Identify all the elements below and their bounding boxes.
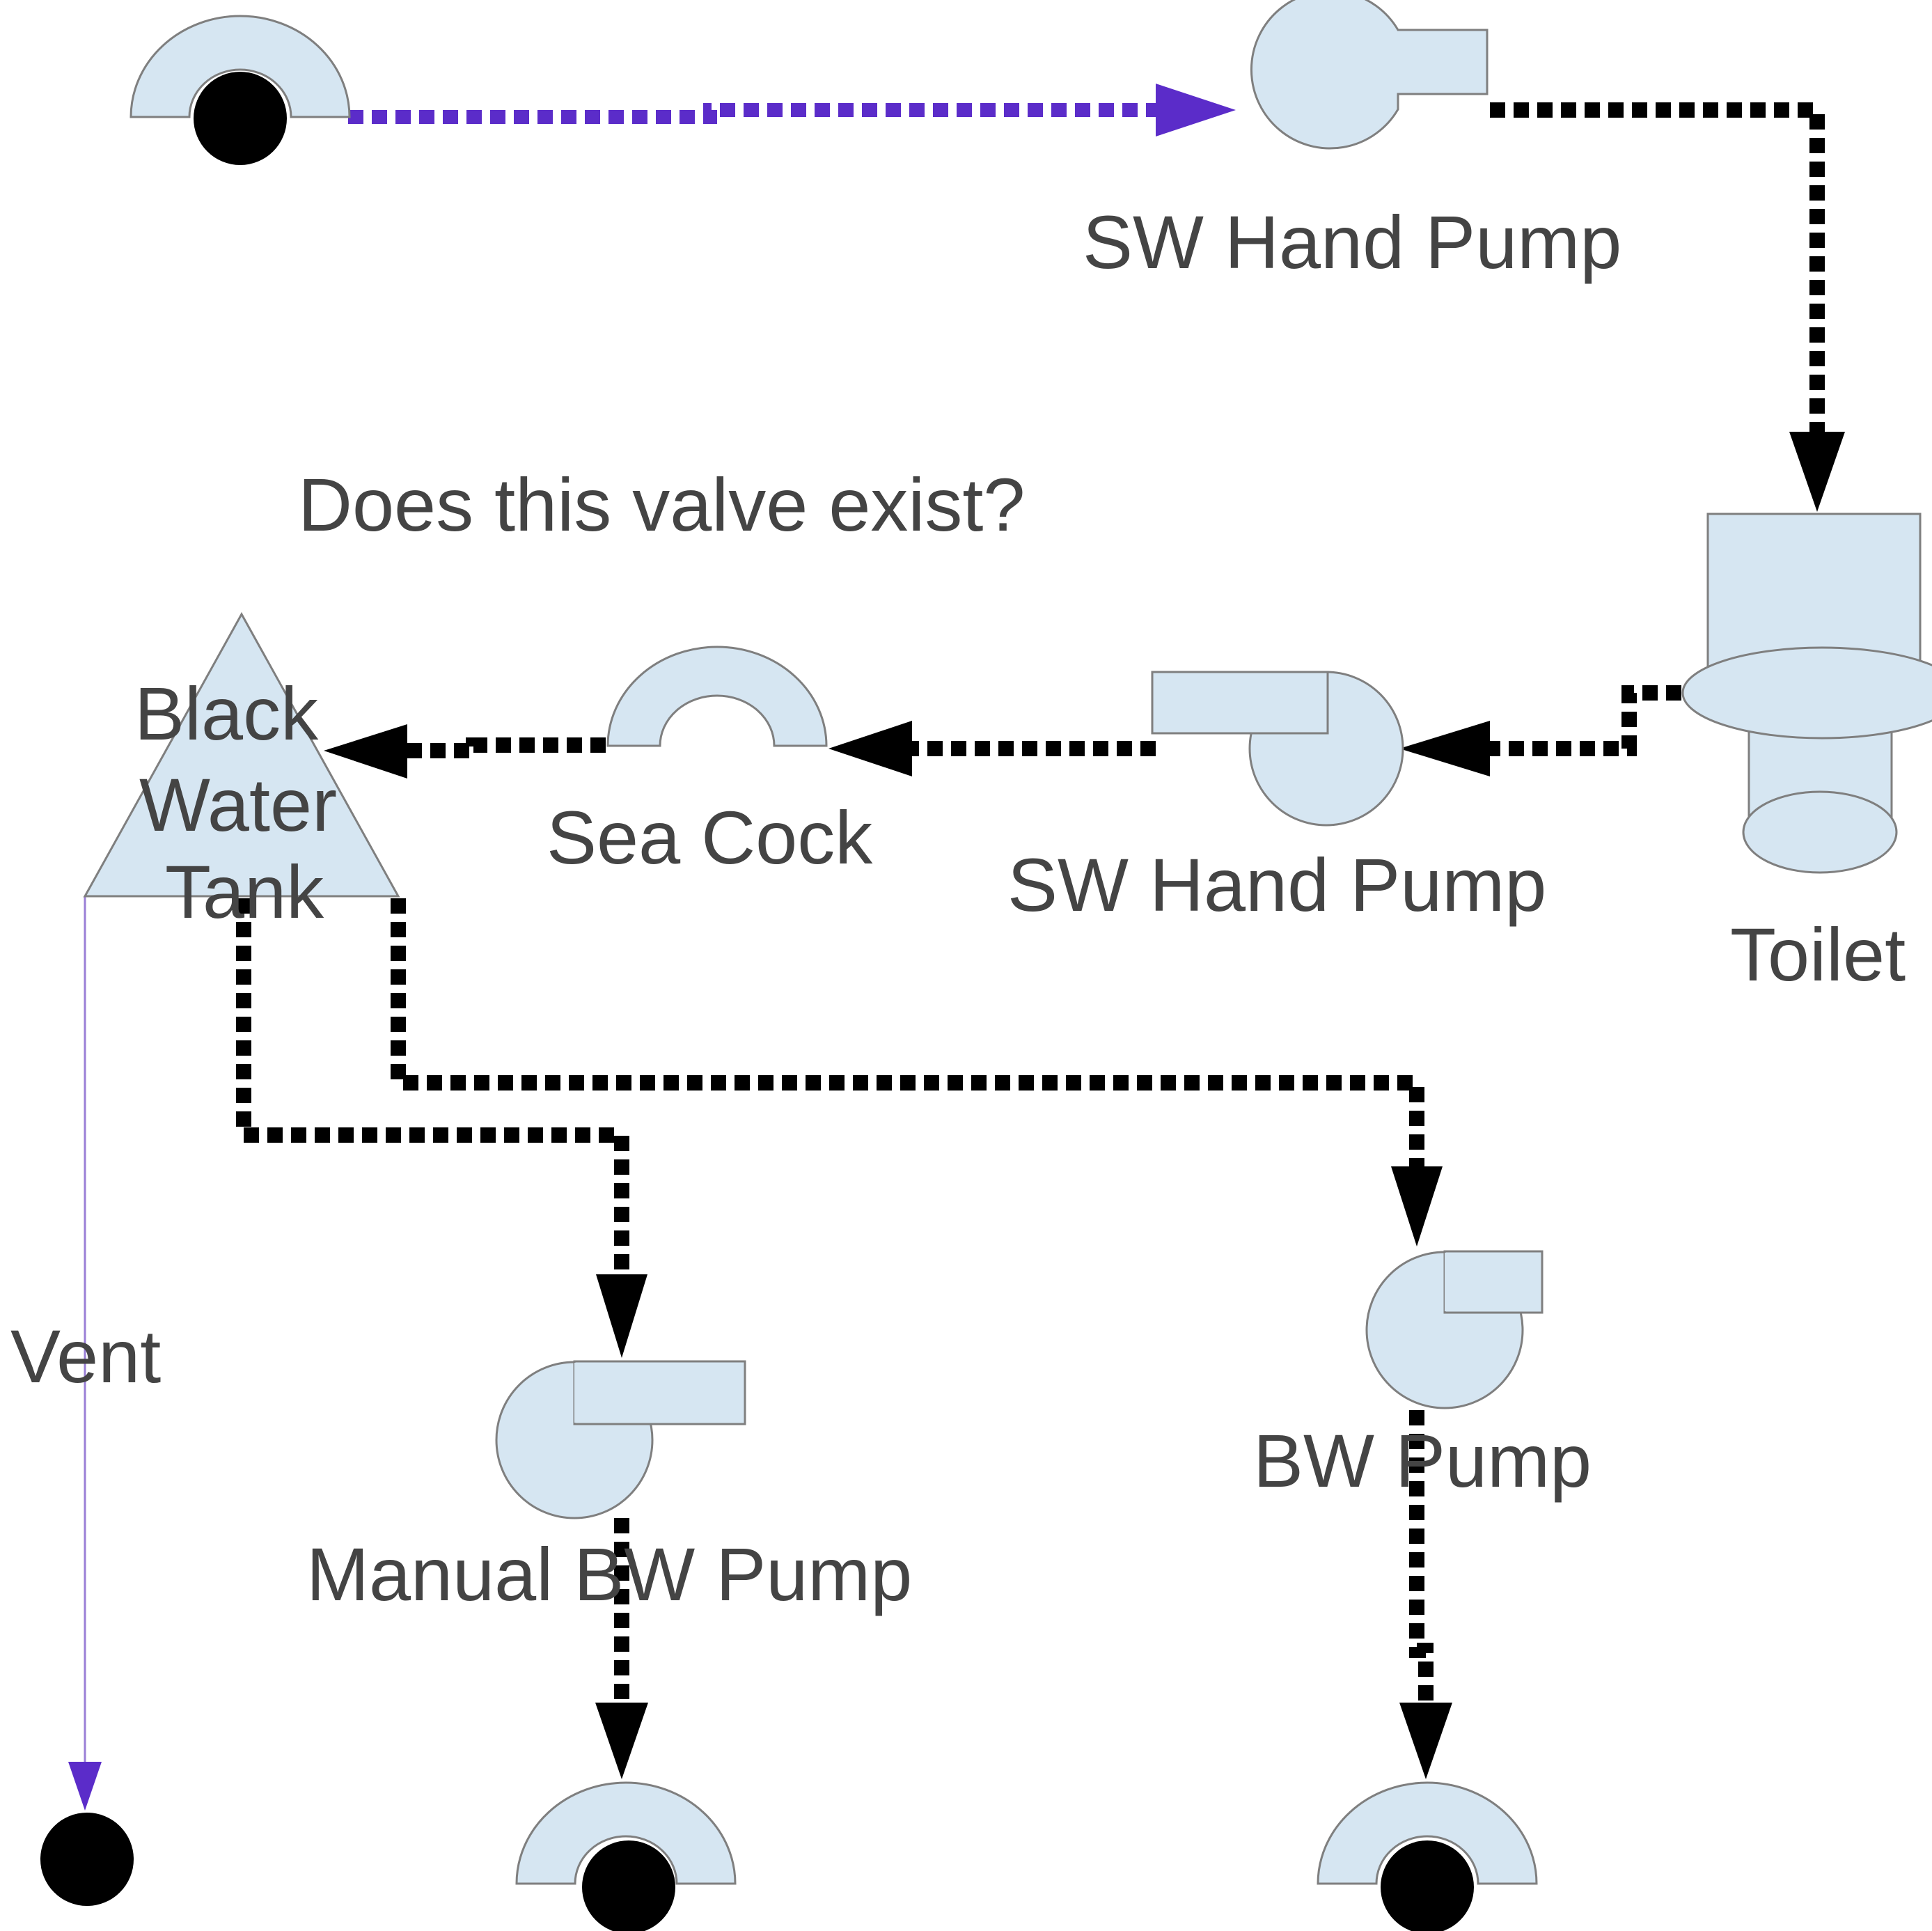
sw-hand-pump-top-label: SW Hand Pump [1083, 200, 1621, 284]
mid-pump-arrowhead [1399, 721, 1490, 776]
manual-outlet-arrowhead [595, 1703, 648, 1779]
manual-bw-pump-icon [495, 1360, 746, 1519]
manual-bw-pump-label: Manual BW Pump [306, 1532, 912, 1616]
bw-pump-icon [1365, 1250, 1544, 1409]
sea-cock-label: Sea Cock [547, 795, 873, 879]
bw-pump-inlet-arrowhead [1391, 1166, 1443, 1246]
valve-question-label: Does this valve exist? [298, 462, 1025, 547]
bw-discharge-seacock-icon [1317, 1781, 1538, 1931]
intake-seacock-icon [129, 15, 351, 165]
tank-label-line2: Water [139, 763, 337, 847]
manual-pump-inlet-arrowhead [596, 1274, 647, 1358]
seacock-to-tank-line [400, 737, 606, 758]
sea-cock-icon [606, 646, 828, 747]
tank-label-line3: Tank [165, 850, 324, 934]
intake-arrowhead [1156, 84, 1236, 136]
bw-pump-outlet-line [1409, 1410, 1434, 1706]
vent-outlet-icon [40, 1813, 134, 1906]
sw-hand-pump-top-icon [1250, 0, 1489, 150]
seacock-arrowhead [828, 721, 912, 776]
toilet-label: Toilet [1730, 912, 1906, 996]
tank-to-bw-pump-line [391, 898, 1424, 1170]
toilet-icon [1681, 513, 1932, 874]
manual-discharge-seacock-icon [515, 1781, 737, 1931]
tank-inlet-arrowhead [324, 724, 407, 779]
pump-to-toilet-line [1490, 102, 1825, 435]
tank-label-line1: Black [134, 671, 319, 756]
bw-outlet-arrowhead [1399, 1703, 1452, 1779]
tank-to-manual-pump-line [236, 898, 629, 1274]
sw-hand-pump-mid-label: SW Hand Pump [1007, 843, 1546, 927]
toilet-to-pump-line [1476, 685, 1681, 756]
vent-arrowhead [68, 1762, 102, 1811]
vent-label: Vent [10, 1314, 161, 1398]
bw-pump-label: BW Pump [1253, 1418, 1592, 1503]
black-water-tank-icon [83, 611, 400, 898]
intake-line [348, 103, 1159, 124]
toilet-inlet-arrowhead [1789, 432, 1845, 512]
sw-hand-pump-mid-icon [1151, 671, 1404, 827]
